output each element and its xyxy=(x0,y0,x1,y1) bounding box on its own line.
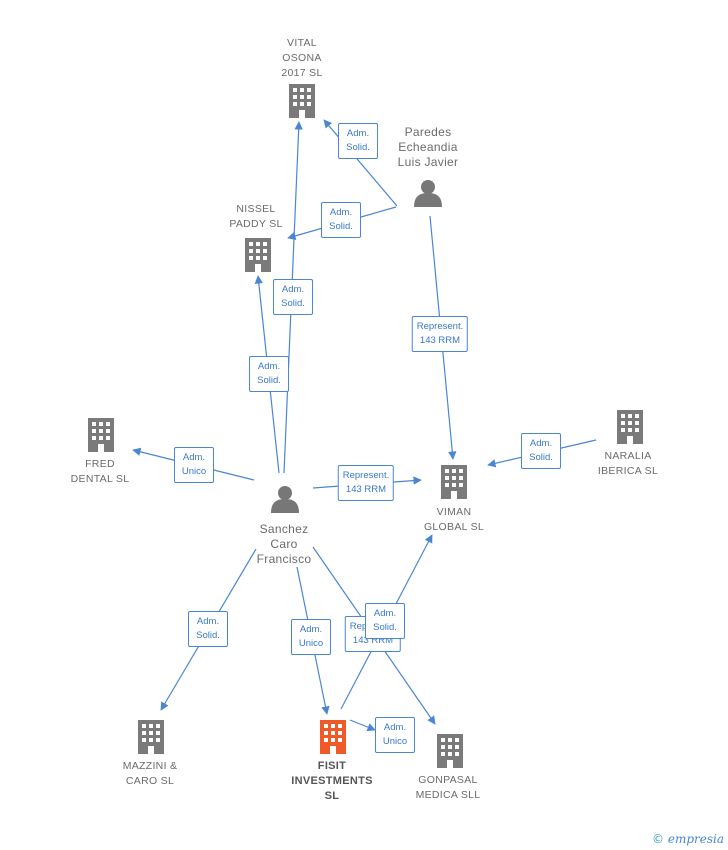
edge-label-sanchez-to-fisit[interactable]: Adm. Unico xyxy=(291,619,331,655)
building-icon-fisit[interactable] xyxy=(320,720,346,754)
person-icon-sanchez[interactable] xyxy=(271,486,299,513)
edge-label-paredes-to-viman[interactable]: Represent. 143 RRM xyxy=(411,316,469,352)
edge-paredes-to-vital xyxy=(323,119,398,207)
edge-fisit-to-gonpasal xyxy=(349,719,376,732)
edge-label-naralia-to-viman[interactable]: Adm. Solid. xyxy=(521,433,561,469)
person-icon-paredes[interactable] xyxy=(414,180,442,207)
building-icon-nissel[interactable] xyxy=(245,238,271,272)
node-label-nissel[interactable]: NISSEL PADDY SL xyxy=(229,203,283,230)
node-label-mazzini[interactable]: MAZZINI & CARO SL xyxy=(122,760,178,787)
edge-label-paredes-to-vital[interactable]: Adm. Solid. xyxy=(338,123,378,159)
node-label-vital[interactable]: VITAL OSONA 2017 SL xyxy=(281,37,323,79)
building-icon-viman[interactable] xyxy=(441,465,467,499)
node-label-fisit[interactable]: FISIT INVESTMENTS SL xyxy=(291,760,373,802)
edge-label-sanchez-to-mazzini[interactable]: Adm. Solid. xyxy=(188,611,228,647)
edge-label-fisit-to-viman[interactable]: Adm. Solid. xyxy=(365,603,405,639)
node-label-gonpasal[interactable]: GONPASAL MEDICA SLL xyxy=(415,774,481,801)
nodes-layer xyxy=(88,84,643,768)
node-label-viman[interactable]: VIMAN GLOBAL SL xyxy=(423,506,485,533)
node-label-sanchez[interactable]: Sanchez Caro Francisco xyxy=(256,522,312,566)
building-icon-vital[interactable] xyxy=(289,84,315,118)
copyright-icon: © xyxy=(652,832,664,846)
building-icon-naralia[interactable] xyxy=(617,410,643,444)
building-icon-fred[interactable] xyxy=(88,418,114,452)
edge-label-sanchez-to-nissel[interactable]: Adm. Solid. xyxy=(249,356,289,392)
node-label-fred[interactable]: FRED DENTAL SL xyxy=(70,458,130,485)
edge-label-paredes-to-nissel[interactable]: Adm. Solid. xyxy=(321,202,361,238)
edge-label-fisit-to-gonpasal[interactable]: Adm. Unico xyxy=(375,717,415,753)
node-label-paredes[interactable]: Paredes Echeandia Luis Javier xyxy=(397,125,459,169)
building-icon-gonpasal[interactable] xyxy=(437,734,463,768)
watermark-initial: e xyxy=(667,832,675,846)
building-icon-mazzini[interactable] xyxy=(138,720,164,754)
watermark-text: mpresia xyxy=(674,832,724,846)
edge-label-sanchez-to-viman[interactable]: Represent. 143 RRM xyxy=(337,465,395,501)
edge-label-sanchez-to-vital[interactable]: Adm. Solid. xyxy=(273,279,313,315)
edge-label-sanchez-to-fred[interactable]: Adm. Unico xyxy=(174,447,214,483)
empresia-watermark[interactable]: © empresia xyxy=(652,832,724,846)
node-label-naralia[interactable]: NARALIA IBERICA SL xyxy=(597,450,659,477)
